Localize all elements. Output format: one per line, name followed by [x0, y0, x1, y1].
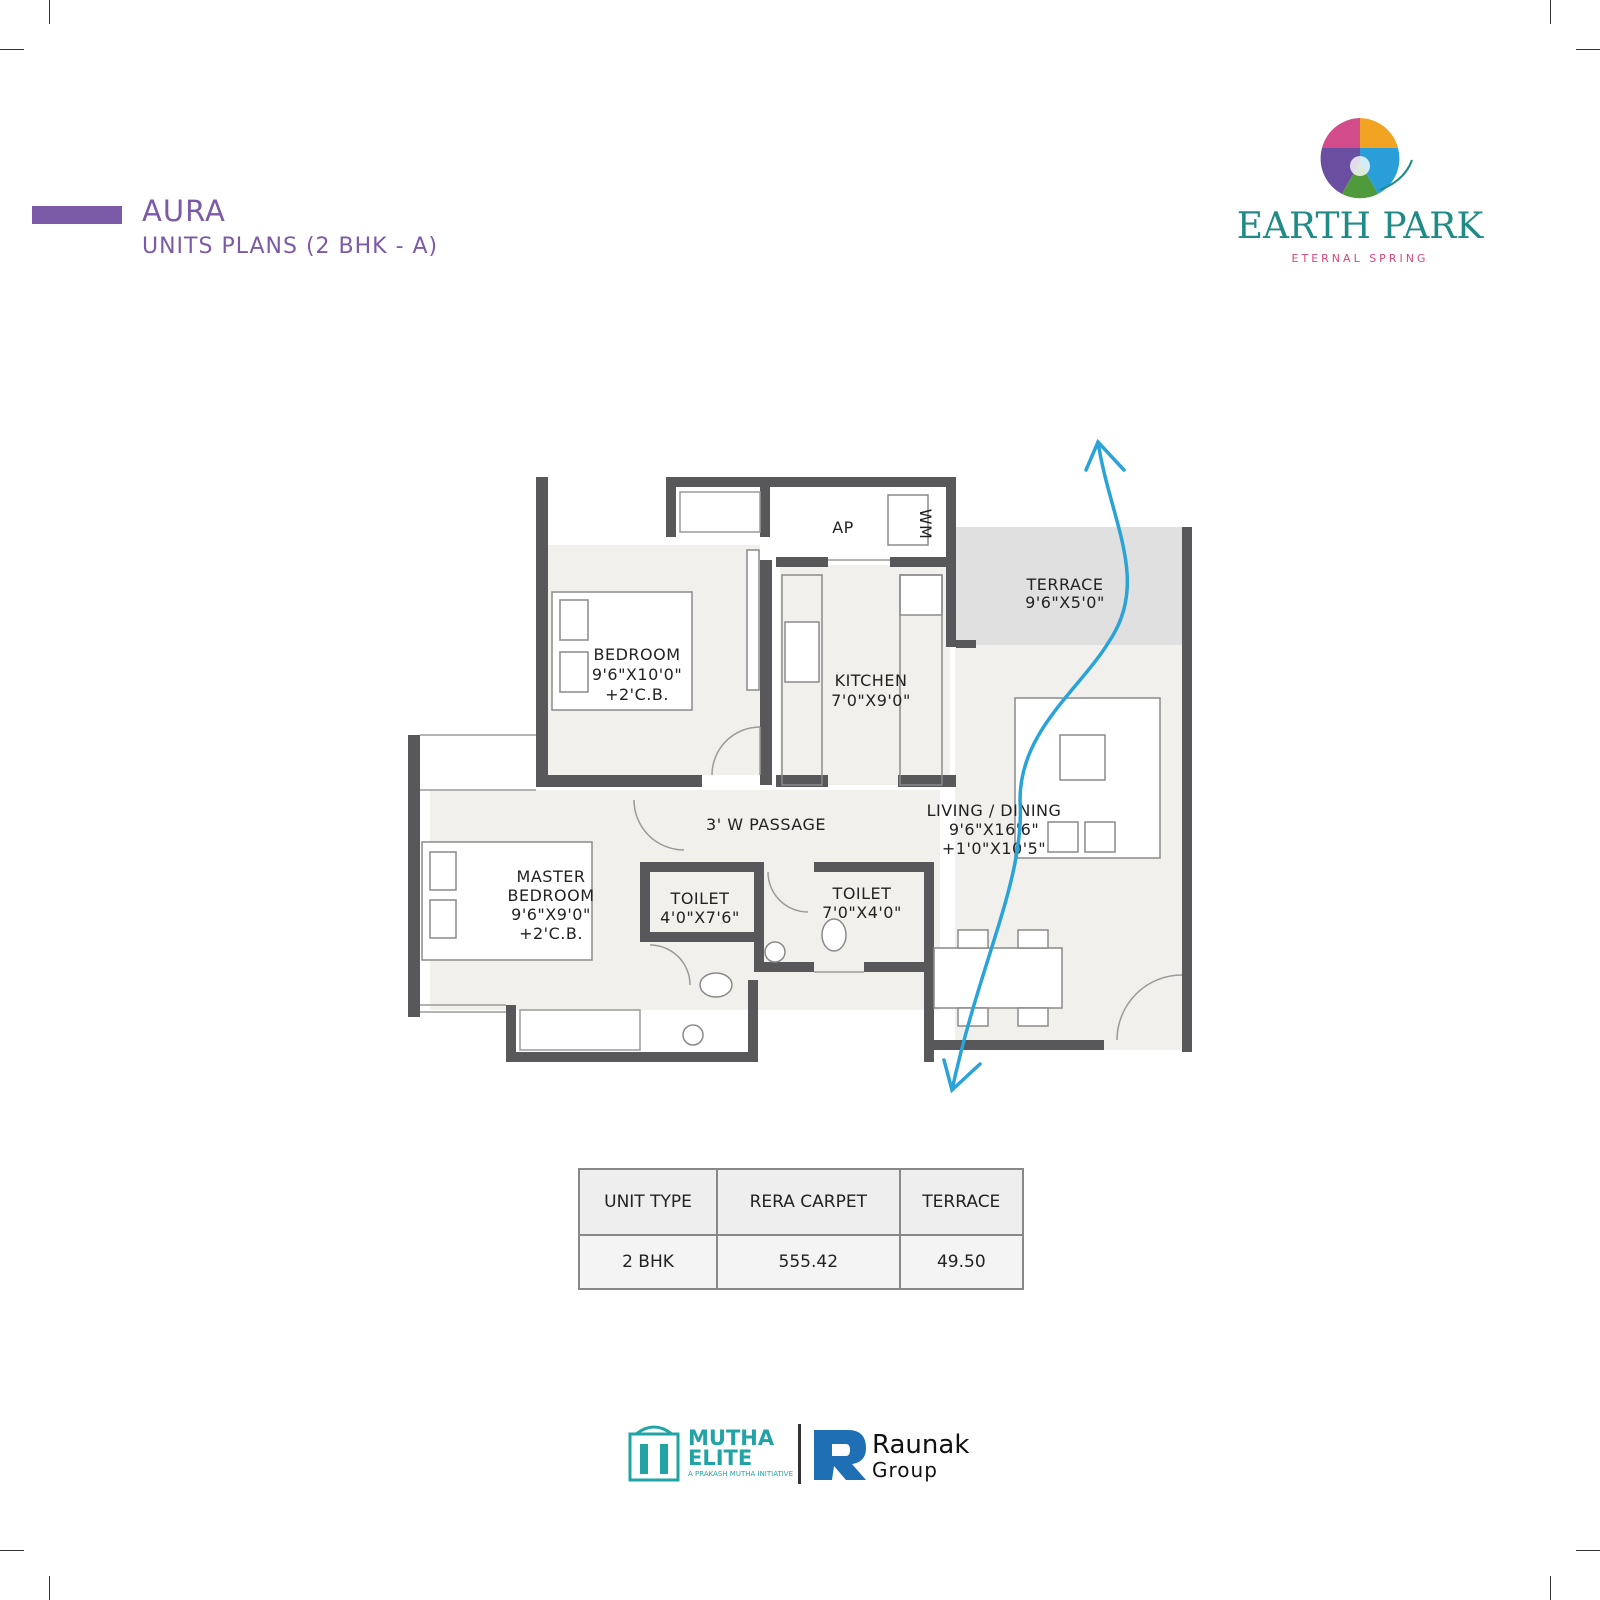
header-unit-type: UNIT TYPE: [578, 1168, 718, 1236]
mutha-elite-logo-text: MUTHA ELITE: [688, 1426, 775, 1470]
logo-divider: [798, 1424, 801, 1484]
terrace-label: TERRACE: [1026, 575, 1104, 594]
toilet-2-label: TOILET: [832, 884, 892, 903]
table-row: 2 BHK 555.42 49.50: [578, 1234, 1025, 1290]
earth-park-logo: EARTH PARK ETERNAL SPRING: [1230, 110, 1490, 280]
room-labels: BEDROOM 9'6"X10'0" +2'C.B. MASTER BEDROO…: [507, 509, 1104, 943]
table-header-row: UNIT TYPE RERA CARPET TERRACE: [578, 1168, 1025, 1236]
door-swings: [633, 726, 1183, 1041]
area-table: UNIT TYPE RERA CARPET TERRACE 2 BHK 555.…: [578, 1168, 1025, 1290]
walls: [408, 477, 1192, 1062]
washing-machine-icon: [887, 494, 929, 546]
direction-path: [942, 438, 1130, 1094]
furniture: [421, 494, 1161, 1046]
master-bedroom-label: MASTER: [517, 867, 586, 886]
sink-icon: [899, 574, 943, 616]
washbasin-icon: [682, 1024, 704, 1046]
master-bedroom-label-2: BEDROOM: [507, 886, 594, 905]
raunak-logo-text: Raunak: [872, 1430, 970, 1460]
page-title: AURA: [142, 194, 226, 228]
crop-mark: [49, 0, 50, 24]
master-bedroom-extra: +2'C.B.: [519, 924, 583, 943]
cell-rera-carpet: 555.42: [715, 1234, 901, 1290]
header-rera-carpet: RERA CARPET: [715, 1168, 901, 1236]
bedroom-extra: +2'C.B.: [605, 685, 669, 704]
title-accent-bar: [32, 206, 122, 224]
footer-logos: MUTHA ELITE A PRAKASH MUTHA INITIATIVE R…: [626, 1424, 986, 1488]
raunak-r-icon: [814, 1430, 866, 1480]
mutha-subtitle: A PRAKASH MUTHA INITIATIVE: [688, 1470, 794, 1478]
wardrobe: [746, 549, 760, 691]
passage-label: 3' W PASSAGE: [706, 815, 826, 834]
crop-mark: [1550, 1576, 1551, 1600]
crop-mark: [1576, 1550, 1600, 1551]
cell-unit-type: 2 BHK: [578, 1234, 718, 1290]
living-dining-size: 9'6"X16'6": [949, 820, 1039, 839]
wm-label: WM: [916, 509, 935, 540]
crop-mark: [1550, 0, 1551, 24]
coffee-table: [1059, 734, 1106, 781]
crop-mark: [0, 49, 24, 50]
toilet-2-size: 7'0"X4'0": [822, 903, 902, 922]
crop-mark: [1576, 49, 1600, 50]
bedroom-label: BEDROOM: [593, 645, 680, 664]
master-bedroom-size: 9'6"X9'0": [511, 905, 591, 924]
living-dining-extra: +1'0"X10'5": [942, 839, 1046, 858]
living-dining-label: LIVING / DINING: [927, 801, 1062, 820]
brand-tagline: ETERNAL SPRING: [1291, 252, 1429, 265]
mutha-crest-icon: [628, 1425, 680, 1482]
stove-icon: [784, 621, 820, 683]
dining-table: [933, 947, 1063, 1009]
kitchen-label: KITCHEN: [835, 671, 908, 690]
washbasin-icon: [764, 941, 786, 963]
ap-label: AP: [832, 518, 854, 537]
brand-name: EARTH PARK: [1236, 206, 1484, 247]
toilet-icon: [821, 918, 847, 952]
crop-mark: [0, 1550, 24, 1551]
flower-emblem-icon: [1320, 118, 1413, 199]
toilet-icon: [699, 972, 733, 998]
bedroom-size: 9'6"X10'0": [592, 665, 682, 684]
terrace-size: 9'6"X5'0": [1025, 593, 1105, 612]
crop-mark: [49, 1576, 50, 1600]
cell-terrace: 49.50: [898, 1234, 1025, 1290]
toilet-1-label: TOILET: [670, 889, 730, 908]
page-subtitle: UNITS PLANS (2 BHK - A): [142, 234, 439, 259]
window-lines: [420, 491, 890, 1051]
terrace-floor: [955, 527, 1185, 645]
header-terrace: TERRACE: [898, 1168, 1025, 1236]
kitchen-size: 7'0"X9'0": [831, 691, 911, 710]
raunak-group-text: Group: [872, 1458, 938, 1482]
mutha-line2: ELITE: [688, 1446, 753, 1470]
mutha-line1: MUTHA: [688, 1426, 775, 1450]
toilet-1-size: 4'0"X7'6": [660, 908, 740, 927]
